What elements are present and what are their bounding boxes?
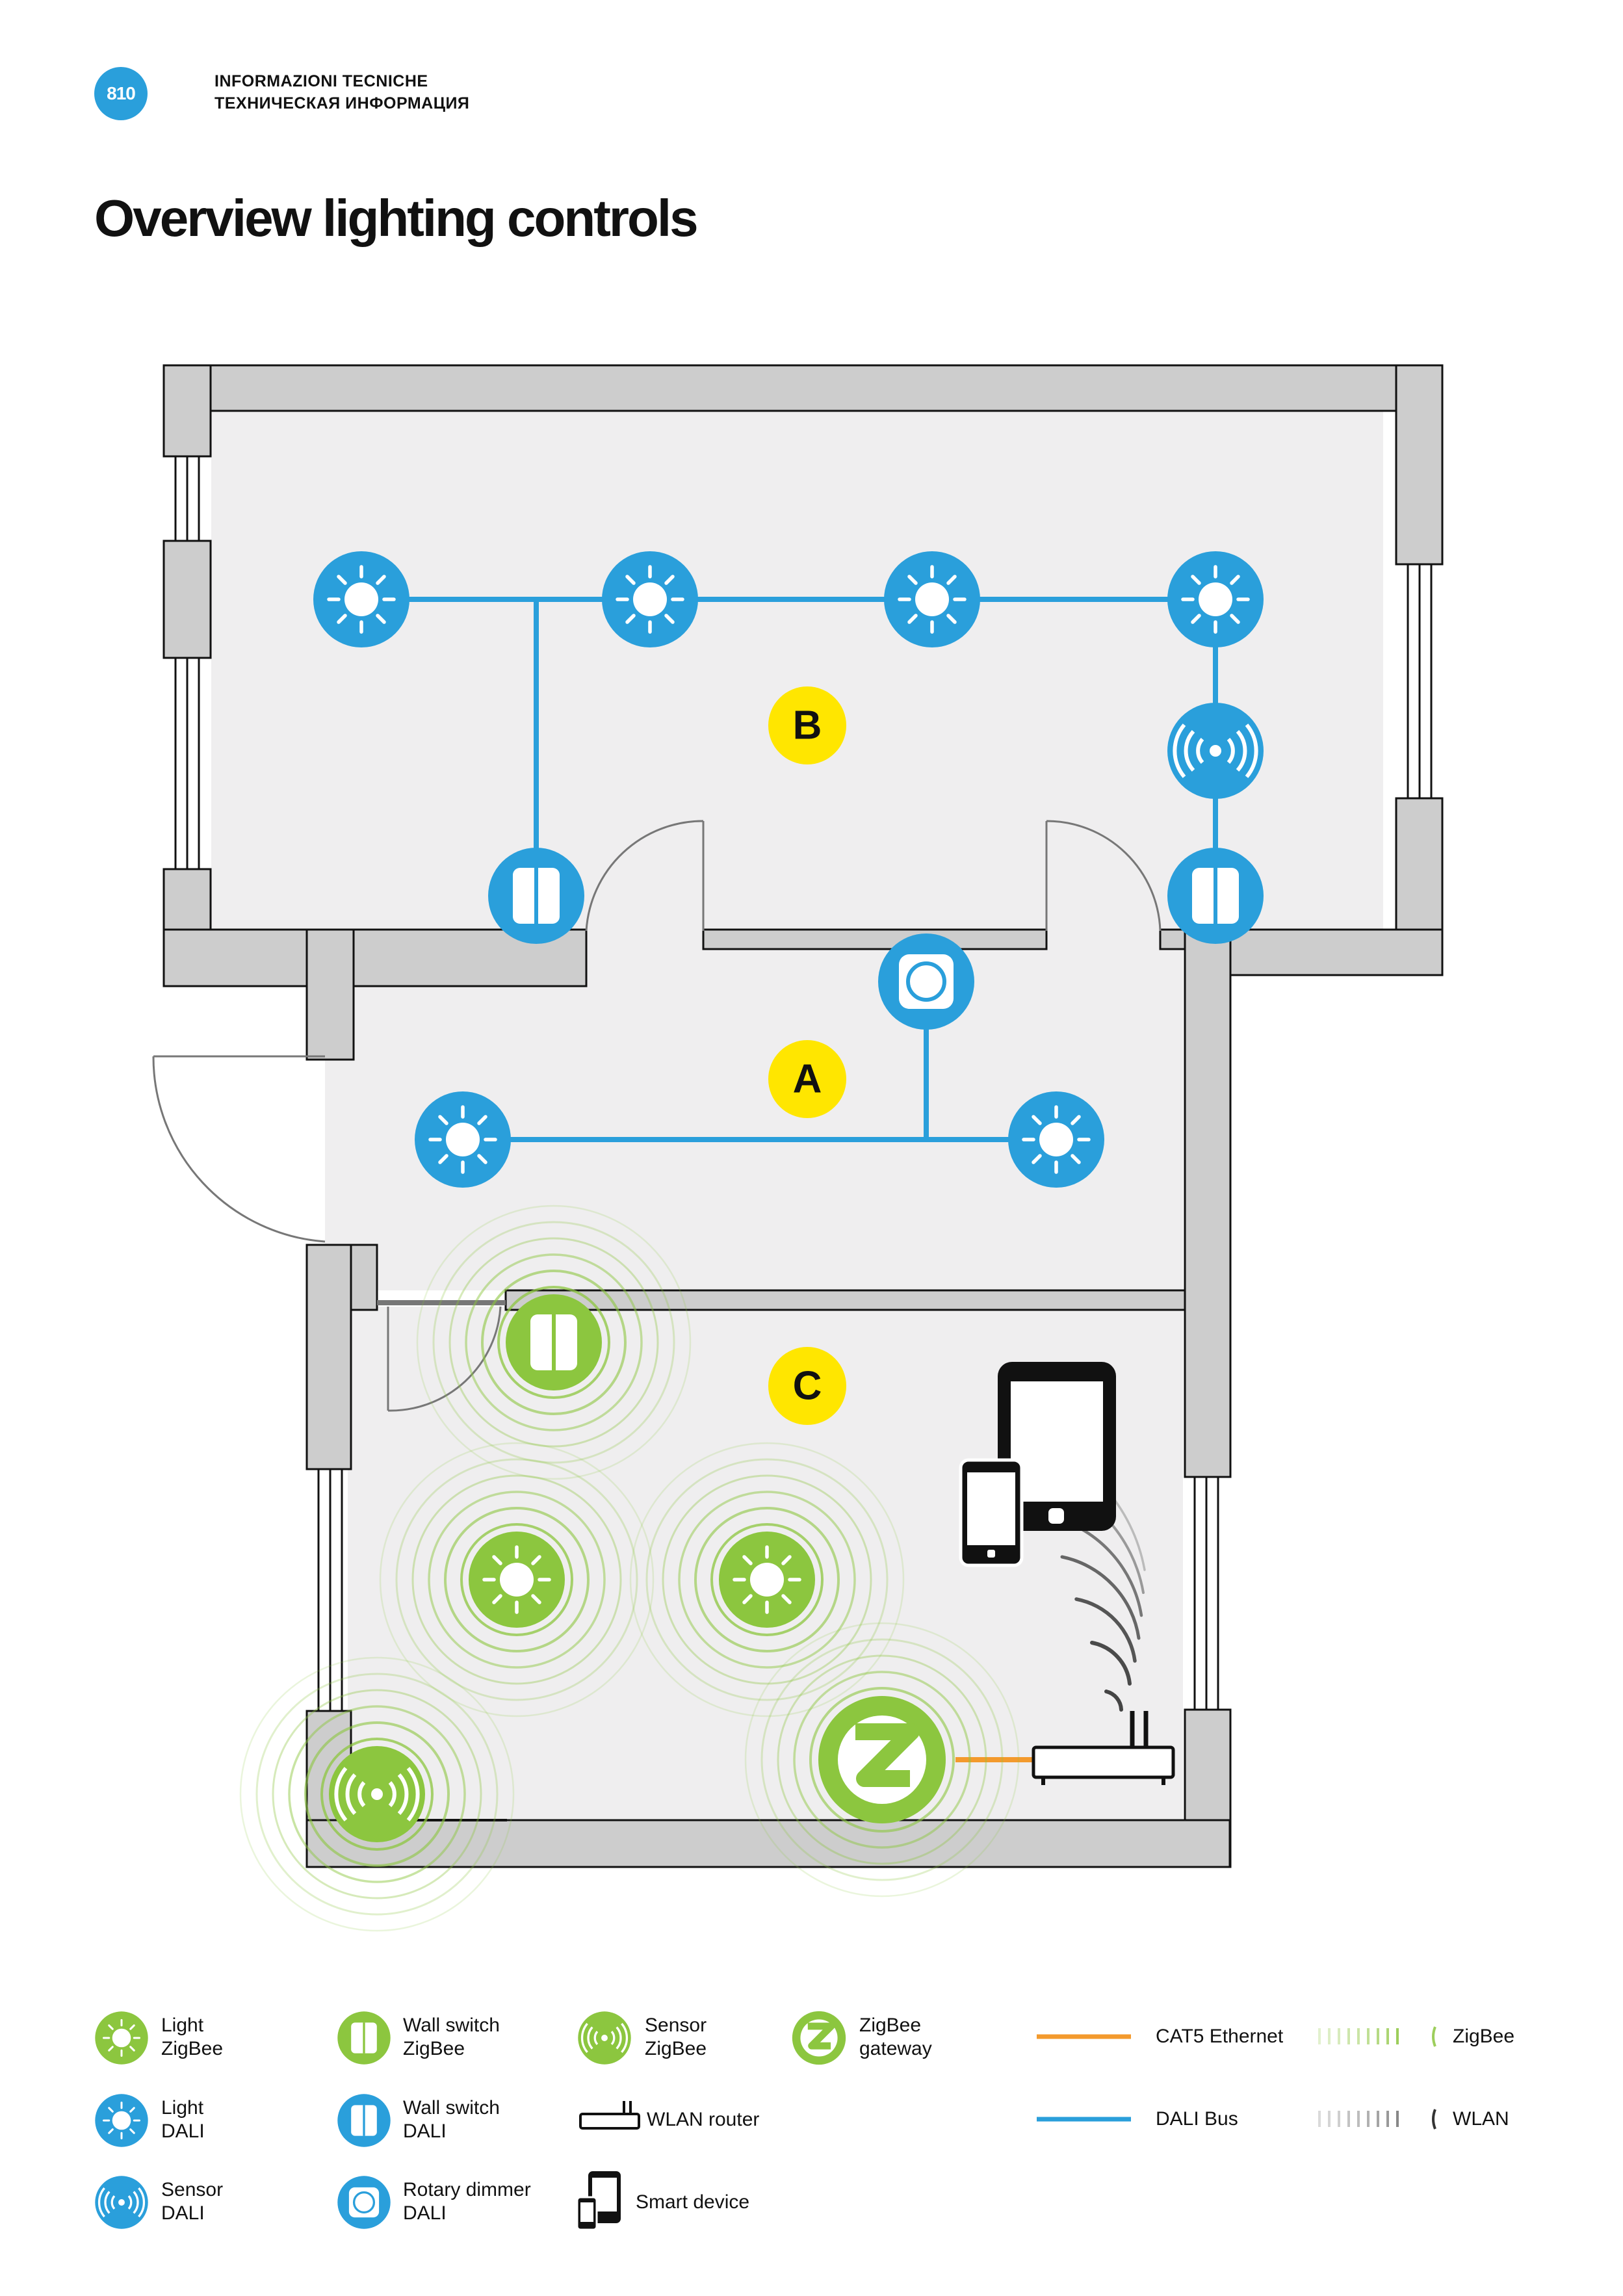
legend-label-cat5: CAT5 Ethernet: [1156, 2026, 1284, 2047]
legend-icon-sensor-dali: [95, 2176, 148, 2229]
zigbee-light: [469, 1532, 565, 1628]
dali-sensor: [1167, 703, 1264, 799]
legend-icon-wlan-router: [579, 2101, 640, 2130]
legend-icon-sensor-zigbee: [578, 2011, 631, 2065]
walls: [162, 364, 1444, 1868]
room-label-c: C: [768, 1347, 846, 1425]
zigbee-sensor: [329, 1746, 425, 1842]
dali-wall-switch: [1167, 848, 1264, 944]
dali-wall-switch: [488, 848, 584, 944]
dali-light: [313, 551, 409, 647]
legend-icon-rotary-dimmer-dali: [337, 2176, 391, 2229]
zigbee-gateway: [818, 1696, 946, 1823]
svg-text:A: A: [793, 1057, 822, 1102]
header-line-1: INFORMAZIONI TECNICHE: [214, 72, 428, 90]
legend-icon-zigbee-waves: [1318, 2026, 1436, 2047]
smart-device: [959, 1362, 1116, 1567]
dali-light: [602, 551, 698, 647]
legend-icon-zigbee-gateway: [792, 2011, 846, 2065]
page-title: Overview lighting controls: [94, 189, 699, 247]
room-label-b: B: [768, 686, 846, 764]
svg-text:C: C: [793, 1364, 822, 1409]
windows: [174, 455, 1433, 1712]
dali-light: [1167, 551, 1264, 647]
header-line-2: ТЕХНИЧЕСКАЯ ИНФОРМАЦИЯ: [214, 94, 470, 112]
svg-text:B: B: [793, 703, 822, 748]
legend-icon-wall-switch-zigbee: [337, 2011, 391, 2065]
dali-light: [1008, 1091, 1104, 1188]
legend-label-smart-device: Smart device: [636, 2191, 750, 2213]
dali-rotary-dimmer: [878, 933, 974, 1030]
zigbee-light: [719, 1532, 815, 1628]
dali-light: [415, 1091, 511, 1188]
legend-label-dali-bus: DALI Bus: [1156, 2108, 1238, 2130]
legend-icon-wlan-waves: [1318, 2109, 1436, 2130]
legend-icon-smart-device: [576, 2171, 621, 2231]
legend-label-wlan: WLAN: [1453, 2108, 1509, 2130]
zigbee-wall-switch: [506, 1294, 602, 1390]
legend-label-wlan-router: WLAN router: [647, 2109, 760, 2130]
legend-icon-wall-switch-dali: [337, 2094, 391, 2147]
legend-label-zigbee: ZigBee: [1453, 2026, 1515, 2047]
room-label-a: A: [768, 1040, 846, 1118]
legend-icon-light-zigbee: [95, 2011, 148, 2065]
doors: [152, 820, 1162, 1412]
page-number: 810: [94, 67, 148, 120]
legend-icon-light-dali: [95, 2094, 148, 2147]
dali-light: [884, 551, 980, 647]
wlan-router: [1032, 1711, 1175, 1785]
